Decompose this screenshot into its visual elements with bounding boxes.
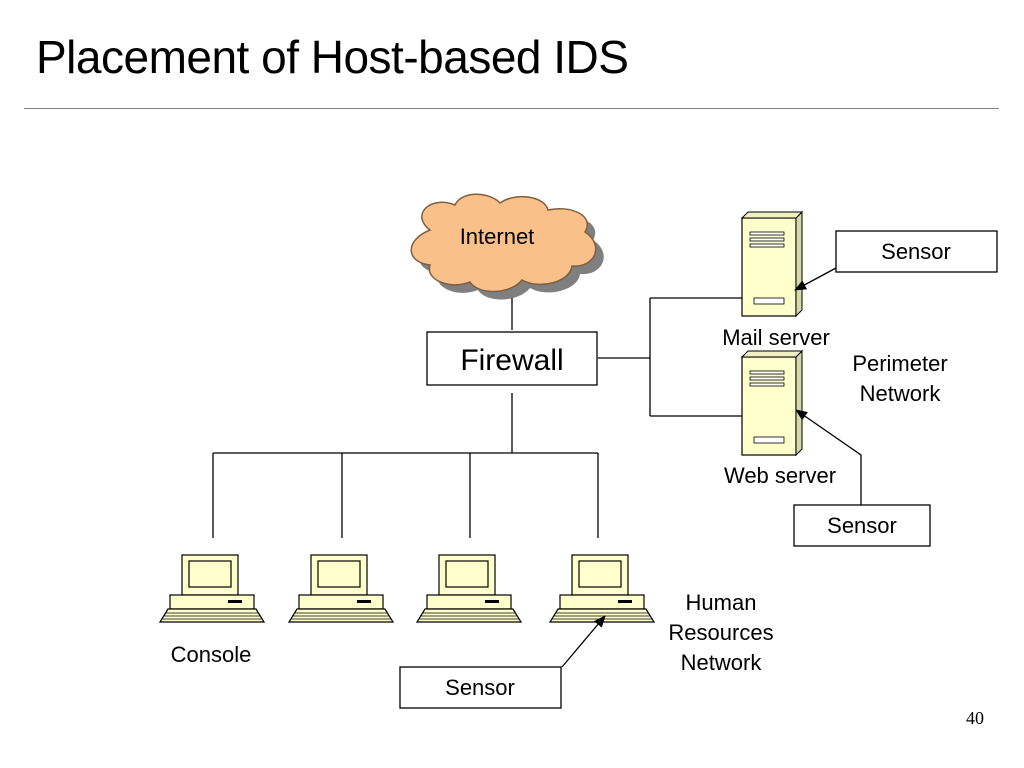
workstation-3-icon — [416, 554, 522, 623]
perimeter-network-label-line1: Perimeter — [852, 351, 947, 376]
hr-sensor-box — [399, 666, 562, 709]
network-links — [212, 297, 742, 538]
slide-title: Placement of Host-based IDS — [36, 31, 629, 83]
console-pc-icon — [159, 554, 265, 623]
hr-network-label-line2: Resources — [668, 620, 773, 645]
mail-sensor-label: Sensor — [881, 239, 951, 264]
perimeter-network-label-line2: Network — [860, 381, 942, 406]
console-label: Console — [171, 642, 252, 667]
web-server-label: Web server — [724, 463, 836, 488]
mail-server-label: Mail server — [722, 325, 830, 350]
hr-sensor-label: Sensor — [445, 675, 515, 700]
firewall-label: Firewall — [460, 344, 563, 377]
web-sensor-arrow — [795, 409, 862, 505]
workstation-2-icon — [288, 554, 394, 623]
internet-cloud — [410, 193, 604, 300]
mail-sensor-box — [835, 230, 998, 273]
internet-label: Internet — [460, 224, 535, 249]
page-number: 40 — [966, 708, 984, 728]
hr-network-label-line1: Human — [686, 590, 757, 615]
hr-sensor-arrow — [561, 615, 606, 668]
mail-sensor-arrow — [794, 267, 837, 291]
title-divider — [24, 108, 999, 109]
hr-workstation-icon — [549, 554, 655, 623]
mail-server-icon — [741, 211, 803, 317]
web-sensor-box — [793, 504, 931, 547]
web-server-icon — [741, 350, 803, 456]
firewall-box — [426, 331, 598, 386]
web-sensor-label: Sensor — [827, 513, 897, 538]
hr-network-label-line3: Network — [681, 650, 763, 675]
